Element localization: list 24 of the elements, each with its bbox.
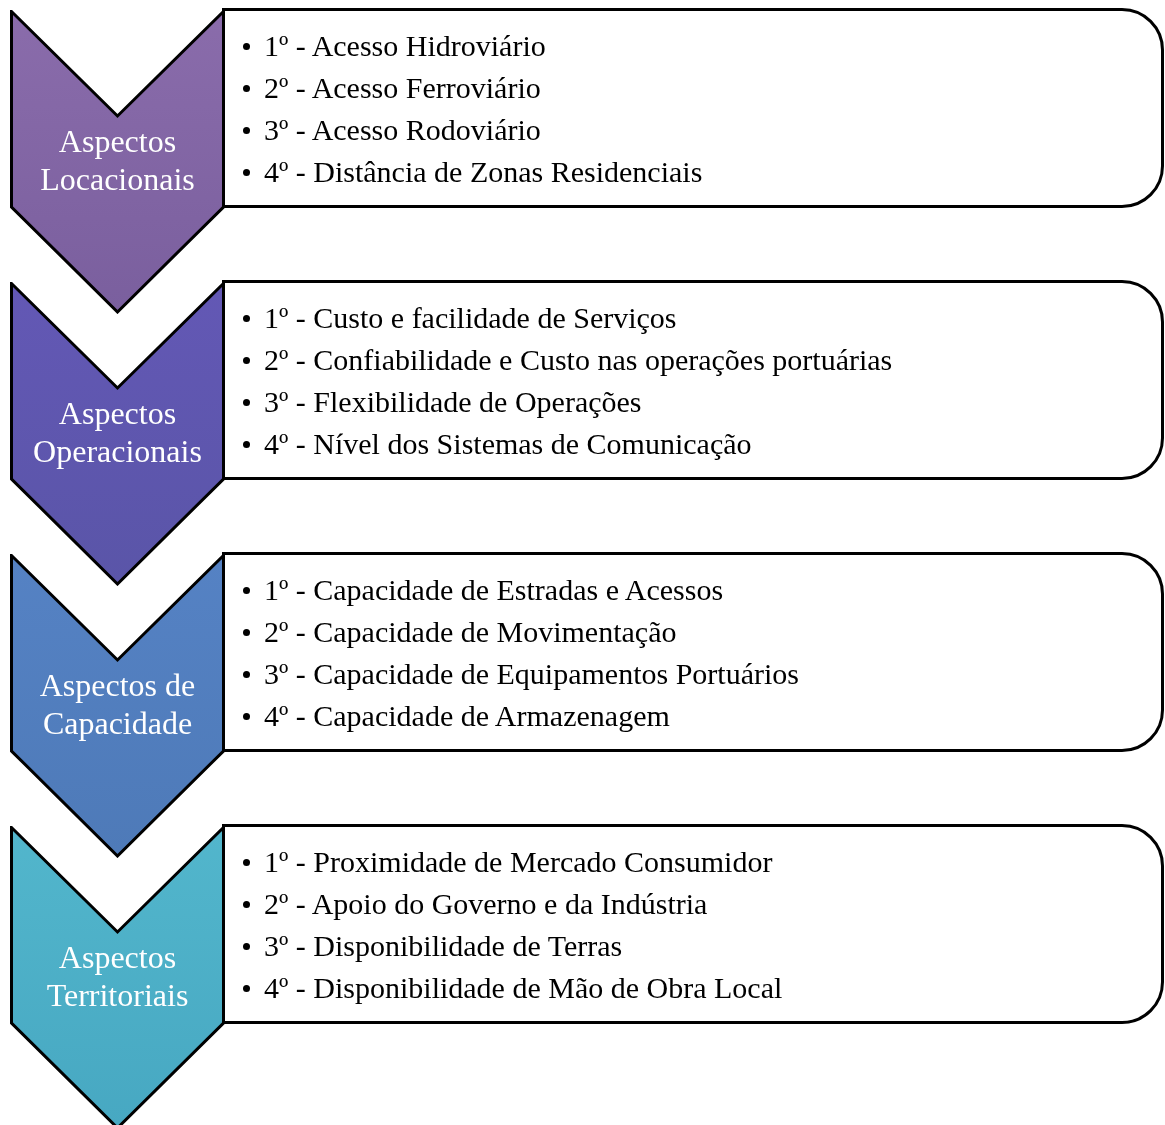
rounded-list-panel [222,280,1164,480]
ranked-criterion: 2º - Acesso Ferroviário [264,71,541,105]
ranked-criterion: 1º - Custo e facilidade de Serviços [264,301,677,335]
ranked-criterion: 1º - Acesso Hidroviário [264,29,546,63]
rounded-list-panel [222,552,1164,752]
category-label: Aspectos Operacionais [32,394,203,470]
ranked-criterion: 3º - Acesso Rodoviário [264,113,541,147]
ranked-criterion: 4º - Nível dos Sistemas de Comunicação [264,427,752,461]
ranked-criterion: 4º - Distância de Zonas Residenciais [264,155,703,189]
ranked-criterion: 3º - Flexibilidade de Operações [264,385,642,419]
ranked-criterion: 2º - Apoio do Governo e da Indústria [264,887,708,921]
ranked-criterion: 2º - Capacidade de Movimentação [264,615,677,649]
ranked-criterion: 4º - Disponibilidade de Mão de Obra Local [264,971,783,1005]
rounded-list-panel [222,8,1164,208]
ranked-criterion: 4º - Capacidade de Armazenagem [264,699,670,733]
ranked-criterion: 3º - Capacidade de Equipamentos Portuários [264,657,799,691]
ranked-criterion: 1º - Proximidade de Mercado Consumidor [264,845,773,879]
ranked-criterion: 2º - Confiabilidade e Custo nas operações portuárias [264,343,893,377]
ranked-criterion: 1º - Capacidade de Estradas e Acessos [264,573,724,607]
category-label: Aspectos de Capacidade [38,666,197,742]
rounded-list-panel [222,824,1164,1024]
ranked-criterion: 3º - Disponibilidade de Terras [264,929,623,963]
category-label: Aspectos Locacionais [39,122,196,198]
category-label: Aspectos Territoriais [45,938,190,1014]
